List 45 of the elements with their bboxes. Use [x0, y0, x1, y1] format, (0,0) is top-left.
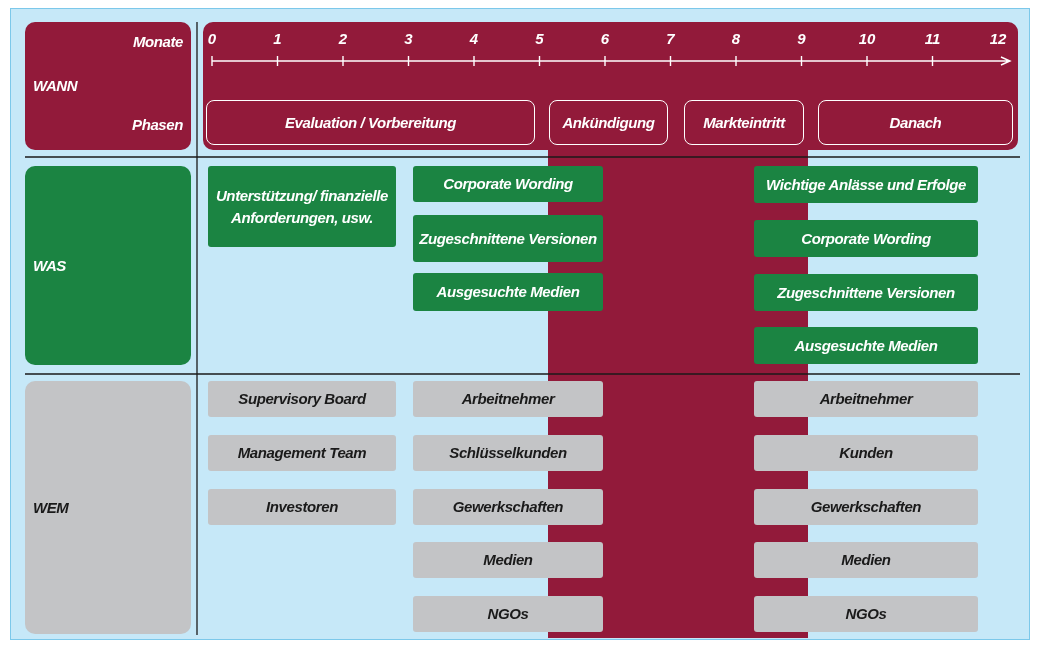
audience-box: NGOs	[413, 596, 603, 632]
month-tick-label: 6	[600, 30, 610, 47]
audience-box: Medien	[754, 542, 978, 578]
audience-box: Schlüsselkunden	[413, 435, 603, 471]
content-box: Wichtige Anlässe und Erfolge	[754, 166, 978, 203]
content-box: Unterstützung/ finanzielle Anforderungen, usw.	[208, 166, 396, 247]
audience-box: Arbeitnehmer	[413, 381, 603, 417]
content-box: Ausgesuchte Medien	[754, 327, 978, 364]
audience-box: Gewerkschaften	[413, 489, 603, 525]
audience-box: Investoren	[208, 489, 396, 525]
audience-box: NGOs	[754, 596, 978, 632]
month-tick-label: 2	[338, 30, 348, 47]
row-header-label: WANN	[33, 76, 78, 96]
month-tick-label: 11	[924, 30, 941, 47]
row-subheader-label: Phasen	[132, 115, 183, 135]
month-tick-label: 3	[404, 30, 413, 47]
content-box: Corporate Wording	[754, 220, 978, 257]
month-tick-label: 5	[535, 30, 544, 47]
content-box: Zugeschnittene Versionen	[754, 274, 978, 311]
phase-box: Evaluation / Vorbereitung	[206, 100, 535, 145]
audience-box: Kunden	[754, 435, 978, 471]
month-tick-label: 4	[469, 30, 479, 47]
month-tick-label: 1	[273, 30, 282, 47]
audience-box: Gewerkschaften	[754, 489, 978, 525]
row-header-box: WAS	[25, 166, 191, 365]
phase-box: Danach	[818, 100, 1013, 145]
phase-box: Ankündigung	[549, 100, 668, 145]
content-box: Zugeschnittene Versionen	[413, 215, 603, 262]
row-header-box: WEM	[25, 381, 191, 634]
timeline-band	[203, 22, 1018, 150]
timeline-band	[25, 22, 191, 150]
content-box: Corporate Wording	[413, 166, 603, 202]
audience-box: Supervisory Board	[208, 381, 396, 417]
phase-box: Markteintritt	[684, 100, 804, 145]
month-tick-label: 7	[666, 30, 675, 47]
month-tick-label: 8	[731, 30, 741, 47]
month-tick-label: 10	[858, 30, 876, 47]
audience-box: Medien	[413, 542, 603, 578]
row-subheader-label: Monate	[132, 32, 183, 52]
audience-box: Management Team	[208, 435, 396, 471]
month-tick-label: 9	[797, 30, 806, 47]
audience-box: Arbeitnehmer	[754, 381, 978, 417]
month-tick-label: 0	[207, 30, 217, 47]
month-tick-label: 12	[989, 30, 1007, 47]
content-box: Ausgesuchte Medien	[413, 273, 603, 311]
